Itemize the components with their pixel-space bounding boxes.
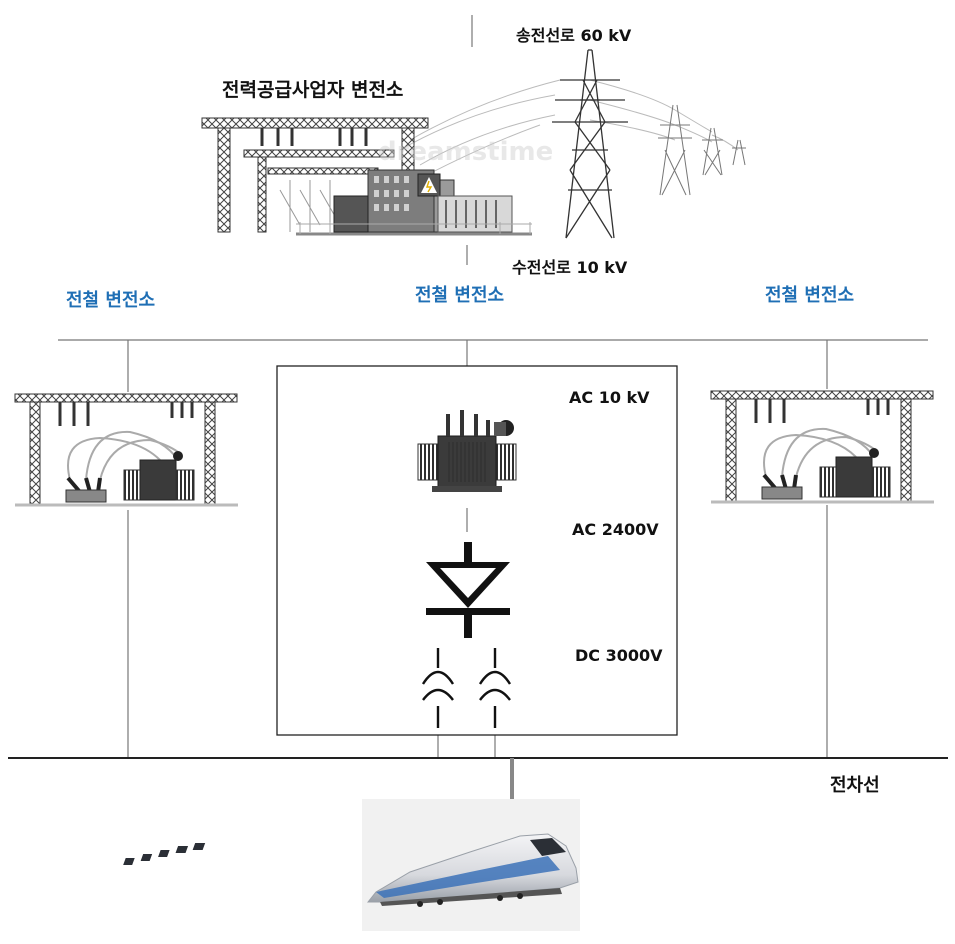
dc-3000v-label: DC 3000V — [575, 646, 663, 665]
utility-substation-label: 전력공급사업자 변전소 — [222, 79, 404, 101]
substation-icon-left — [14, 393, 238, 507]
rail-substation-label-left: 전철 변전소 — [66, 290, 156, 311]
train-icon — [123, 799, 580, 931]
watermark-text: dreamstime — [378, 137, 553, 167]
rail-substation-box — [276, 365, 678, 736]
transmission-line-label: 송전선로 60 kV — [516, 26, 632, 45]
catenary-label: 전차선 — [830, 775, 880, 796]
substation-icon-right — [710, 390, 934, 504]
receiving-line-label: 수전선로 10 kV — [512, 258, 628, 277]
utility-substation-icon: dreamstime — [201, 49, 746, 239]
ac-2400v-label: AC 2400V — [572, 520, 659, 539]
rail-substation-label-right: 전철 변전소 — [765, 285, 855, 306]
diode-icon — [426, 542, 510, 638]
rail-substation-label-center: 전철 변전소 — [415, 285, 505, 306]
ac-10kv-label: AC 10 kV — [569, 388, 650, 407]
connection-lines — [58, 15, 928, 758]
pantograph-icon — [421, 648, 512, 728]
transformer-icon — [417, 410, 517, 492]
